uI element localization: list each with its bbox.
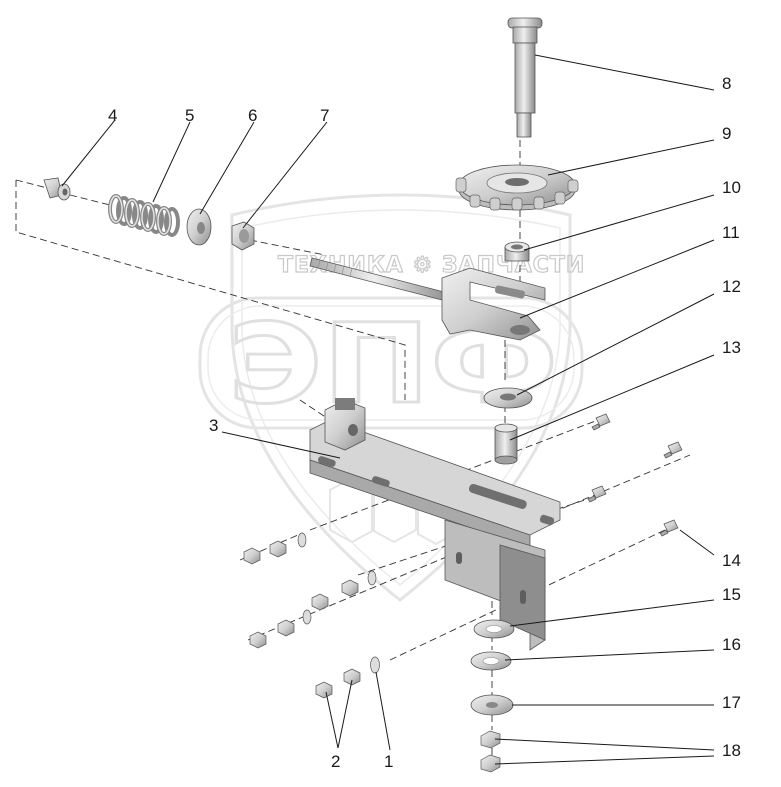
callout-17: 17	[722, 693, 741, 712]
bolts-right	[587, 413, 683, 537]
leader-lines	[61, 54, 715, 765]
part-3-bracket	[309, 398, 561, 651]
callout-10: 10	[722, 178, 741, 197]
part-18-nuts	[480, 730, 501, 773]
callout-8: 8	[722, 74, 731, 93]
part-11-fork	[441, 267, 546, 341]
callout-2: 2	[331, 752, 340, 771]
part-16-washer	[470, 651, 512, 671]
bolt-d	[659, 519, 679, 537]
callout-9: 9	[722, 124, 731, 143]
callout-1: 1	[384, 752, 393, 771]
callout-4: 4	[108, 106, 117, 125]
part-17-washer	[470, 694, 514, 716]
callout-3: 3	[209, 416, 218, 435]
bolt-c	[587, 485, 607, 503]
part-10-bushing	[504, 241, 530, 262]
callout-15: 15	[722, 585, 741, 604]
part-13-sleeve	[494, 423, 518, 465]
callout-7: 7	[320, 106, 329, 125]
part-6-washer	[186, 208, 212, 246]
callout-16: 16	[722, 635, 741, 654]
callout-11: 11	[722, 223, 740, 242]
callout-6: 6	[248, 106, 257, 125]
callout-5: 5	[185, 106, 194, 125]
part-9-sprocket	[455, 164, 579, 211]
callout-14: 14	[722, 551, 741, 570]
callout-12: 12	[722, 277, 741, 296]
part-8-pin	[507, 17, 543, 138]
bolt-a	[591, 413, 611, 431]
callout-18: 18	[722, 741, 741, 760]
part-15-washer	[473, 619, 515, 639]
bolt-b	[663, 441, 683, 459]
part-5-spring	[108, 194, 180, 237]
callout-13: 13	[722, 338, 741, 357]
part-7-nut	[231, 221, 255, 251]
callout-labels: 1 2 3 4 5 6 7 8 9 10 11 12 13 14 15 16 1…	[108, 74, 741, 771]
nuts-left	[243, 532, 380, 699]
